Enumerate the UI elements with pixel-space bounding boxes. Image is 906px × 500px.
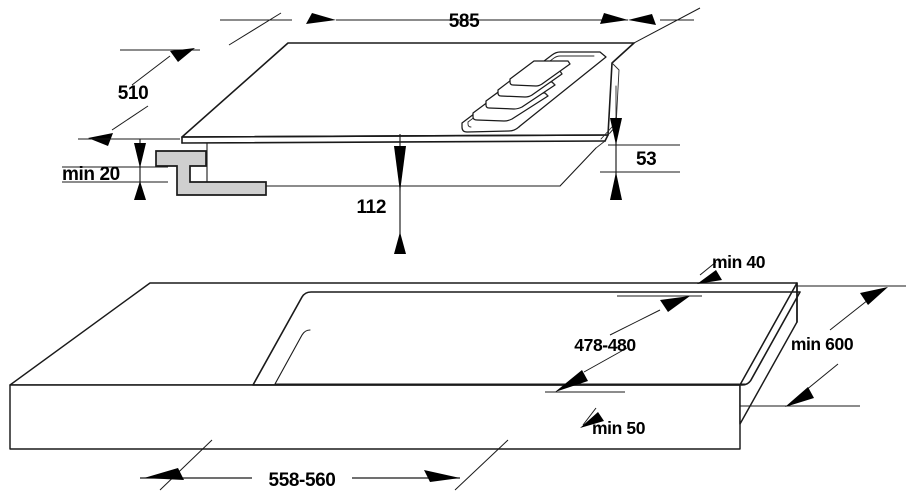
mount-bracket xyxy=(155,150,267,196)
arrow-558-left xyxy=(144,468,184,480)
arrow-min600-top xyxy=(860,287,888,305)
dimension-53: 53 xyxy=(600,117,680,200)
hob-front-top-edge xyxy=(181,134,609,138)
hob-view: 585 510 min 20 112 xyxy=(62,7,701,254)
arrow-478-top xyxy=(660,296,690,312)
dimension-label-510: 510 xyxy=(118,83,149,104)
dimension-min-50: min 50 xyxy=(580,407,646,438)
grate-tip-4 xyxy=(567,60,571,65)
arrow-585-left xyxy=(306,13,336,24)
mount-bracket-profile xyxy=(155,150,267,196)
arrow-510-top xyxy=(170,48,195,62)
dimension-min-40: min 40 xyxy=(697,252,766,284)
dimension-585: 585 xyxy=(220,7,701,46)
dimension-min-20: min 20 xyxy=(62,138,168,200)
hob-slab-right-cap xyxy=(604,134,609,142)
cutout-opening-outer xyxy=(252,291,801,386)
dimension-label-53: 53 xyxy=(636,149,656,170)
arrow-min20-down xyxy=(134,143,146,168)
hob-right-rear-bevel xyxy=(611,62,620,127)
hob-right-inner-bevel xyxy=(600,126,613,140)
dimension-478-480: 478-480 xyxy=(545,295,702,393)
dimension-label-min-20: min 20 xyxy=(62,164,120,185)
hob-body-outline-right xyxy=(559,147,597,187)
arrow-min40 xyxy=(697,270,722,284)
dimension-112: 112 xyxy=(357,134,406,254)
arrow-53-up xyxy=(610,172,622,200)
dimension-558-560: 558-560 xyxy=(140,439,509,491)
dimension-label-112: 112 xyxy=(357,197,386,218)
dimension-label-min-40: min 40 xyxy=(712,252,766,272)
arrow-585-right xyxy=(600,13,628,24)
arrow-112-up xyxy=(394,232,406,254)
arrow-min600-bottom xyxy=(785,387,814,407)
arrow-min50 xyxy=(580,412,604,428)
hob-front-bottom-edge xyxy=(181,140,606,144)
dimension-label-558-560: 558-560 xyxy=(269,470,336,491)
arrow-585-right-outer xyxy=(628,14,656,25)
grate-tip-2 xyxy=(551,81,556,86)
worktop-view: min 40 478-480 min 50 min 600 xyxy=(9,252,906,491)
dimension-label-min-600: min 600 xyxy=(791,334,854,354)
worktop-front-edge xyxy=(9,384,741,450)
grate-tip-3 xyxy=(559,70,563,75)
hob-body-corner-bevel xyxy=(595,140,606,149)
cutout-opening-inner xyxy=(274,329,746,385)
arrow-558-right xyxy=(424,470,460,482)
pan-support-grate xyxy=(461,51,607,133)
arrow-112-down xyxy=(394,146,406,192)
arrow-min20-up xyxy=(134,181,146,200)
arrow-478-bottom xyxy=(555,370,588,392)
grate-tip-1 xyxy=(544,92,549,97)
dimension-label-585: 585 xyxy=(449,11,480,32)
dimension-label-min-50: min 50 xyxy=(592,418,646,438)
arrow-53-down xyxy=(610,118,622,145)
dimension-min-600: min 600 xyxy=(740,285,906,407)
dimension-label-478-480: 478-480 xyxy=(574,335,636,355)
